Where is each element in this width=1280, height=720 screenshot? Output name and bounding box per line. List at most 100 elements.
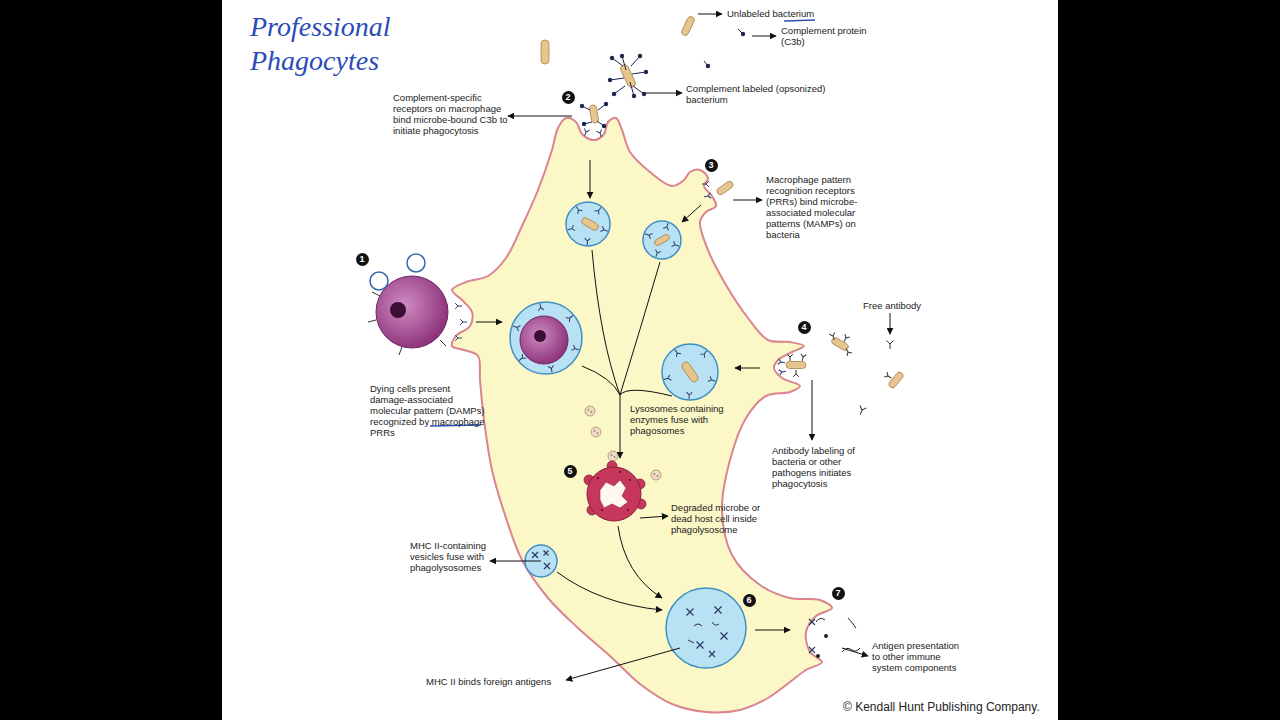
receptor [584,238,590,245]
callout-number: 4 [798,321,811,334]
antibody [800,354,807,362]
callout-text: Unlabeled bacterium [727,8,847,19]
receptor [572,345,580,353]
cell-nucleus [390,302,406,318]
lysosome [591,427,601,437]
enzyme-dot [594,430,596,432]
c3b-protein [580,104,584,108]
damp-loop [370,272,388,290]
lysosome [585,406,595,416]
cell-nucleus [534,330,546,342]
mhc-ii-molecule [809,619,815,625]
receptor [672,241,680,249]
receptor [702,181,709,187]
receptor [512,323,520,331]
copyright-notice: © Kendall Hunt Publishing Company. [843,700,1040,714]
enzyme-dot [597,432,599,434]
handwritten-title: Professional Phagocytes [250,10,425,78]
enzyme-dot [657,475,659,477]
mhc-ii-molecule [709,651,715,657]
pathway-line [582,366,620,395]
c3b-protein [604,102,608,106]
damp-loop [407,254,425,272]
debris-dot [597,477,599,479]
callout-text: Complement protein (C3b) [781,25,873,47]
phagosome [510,302,582,374]
arrow [508,116,572,117]
enzyme-dot [588,409,590,411]
receptor [778,359,786,366]
callout-number: 7 [832,587,845,600]
c3b-protein [706,64,710,68]
antigen-dot [824,634,828,638]
callout-text: MHC II-containing vesicles fuse with pha… [410,540,494,573]
callout-text: Degraded microbe or dead host cell insid… [671,502,771,535]
c3b-protein [582,122,586,126]
arrow [842,648,868,656]
bacterium [654,233,671,246]
c3b-protein [620,54,624,58]
callout-text: Complement labeled (opsonized) bacterium [686,83,831,105]
lysosome [608,451,618,461]
bacterium [716,180,735,196]
bacterium [681,15,696,36]
pathway-line [592,250,620,395]
arrow [618,526,662,598]
c3b-protein [644,70,648,74]
antibody [844,347,852,356]
callout-number: 2 [562,91,575,104]
bacterium [680,361,699,384]
arrow [698,14,722,15]
phagosome [662,344,718,400]
mhc-ii-molecule [544,563,550,569]
receptor [700,349,709,358]
receptor [779,369,787,376]
white-panel [222,0,1058,720]
presented-antigen [816,618,860,652]
arrow [557,572,662,610]
debris-dot [601,509,603,511]
arrow [490,561,541,562]
receptor [653,250,661,258]
arrow [733,200,762,201]
antibody [842,334,850,343]
callout-text: Antibody labeling of bacteria or other p… [772,445,862,489]
c3b-protein [638,54,642,58]
debris-dot [619,471,621,473]
receptor [663,375,671,382]
receptor [708,376,716,384]
antibody [793,370,799,377]
receptor [582,128,590,136]
receptor [548,365,555,373]
arrow [812,380,813,440]
receptor [644,231,652,239]
c3b-protein [642,92,646,96]
mhc-ii-molecule [532,552,538,558]
receptor [600,226,608,234]
callout-number: 6 [743,594,756,607]
arrow [476,322,502,323]
enzyme-dot [591,411,593,413]
arrow [590,160,591,198]
arrow [890,313,891,334]
callout-text: Lysosomes containing enzymes fuse with p… [630,403,728,436]
handwritten-underline [784,20,815,21]
antibody [887,341,894,350]
bacterium [580,216,599,231]
mhc-ii-molecule [715,607,722,614]
enzyme-dot [654,473,656,475]
phagosome [566,202,610,246]
mhc-ii-molecule [809,647,815,653]
receptor [567,225,575,232]
c3b-protein [741,32,745,36]
antigen-fragments [688,622,719,643]
debris-dot [627,509,629,511]
receptor [673,348,681,357]
arrow [620,395,621,458]
callout-text: MHC II binds foreign antigens [426,676,566,687]
arrow [640,516,668,518]
receptor [574,205,582,214]
callout-number: 3 [705,159,718,172]
c3b-protein [610,56,614,60]
